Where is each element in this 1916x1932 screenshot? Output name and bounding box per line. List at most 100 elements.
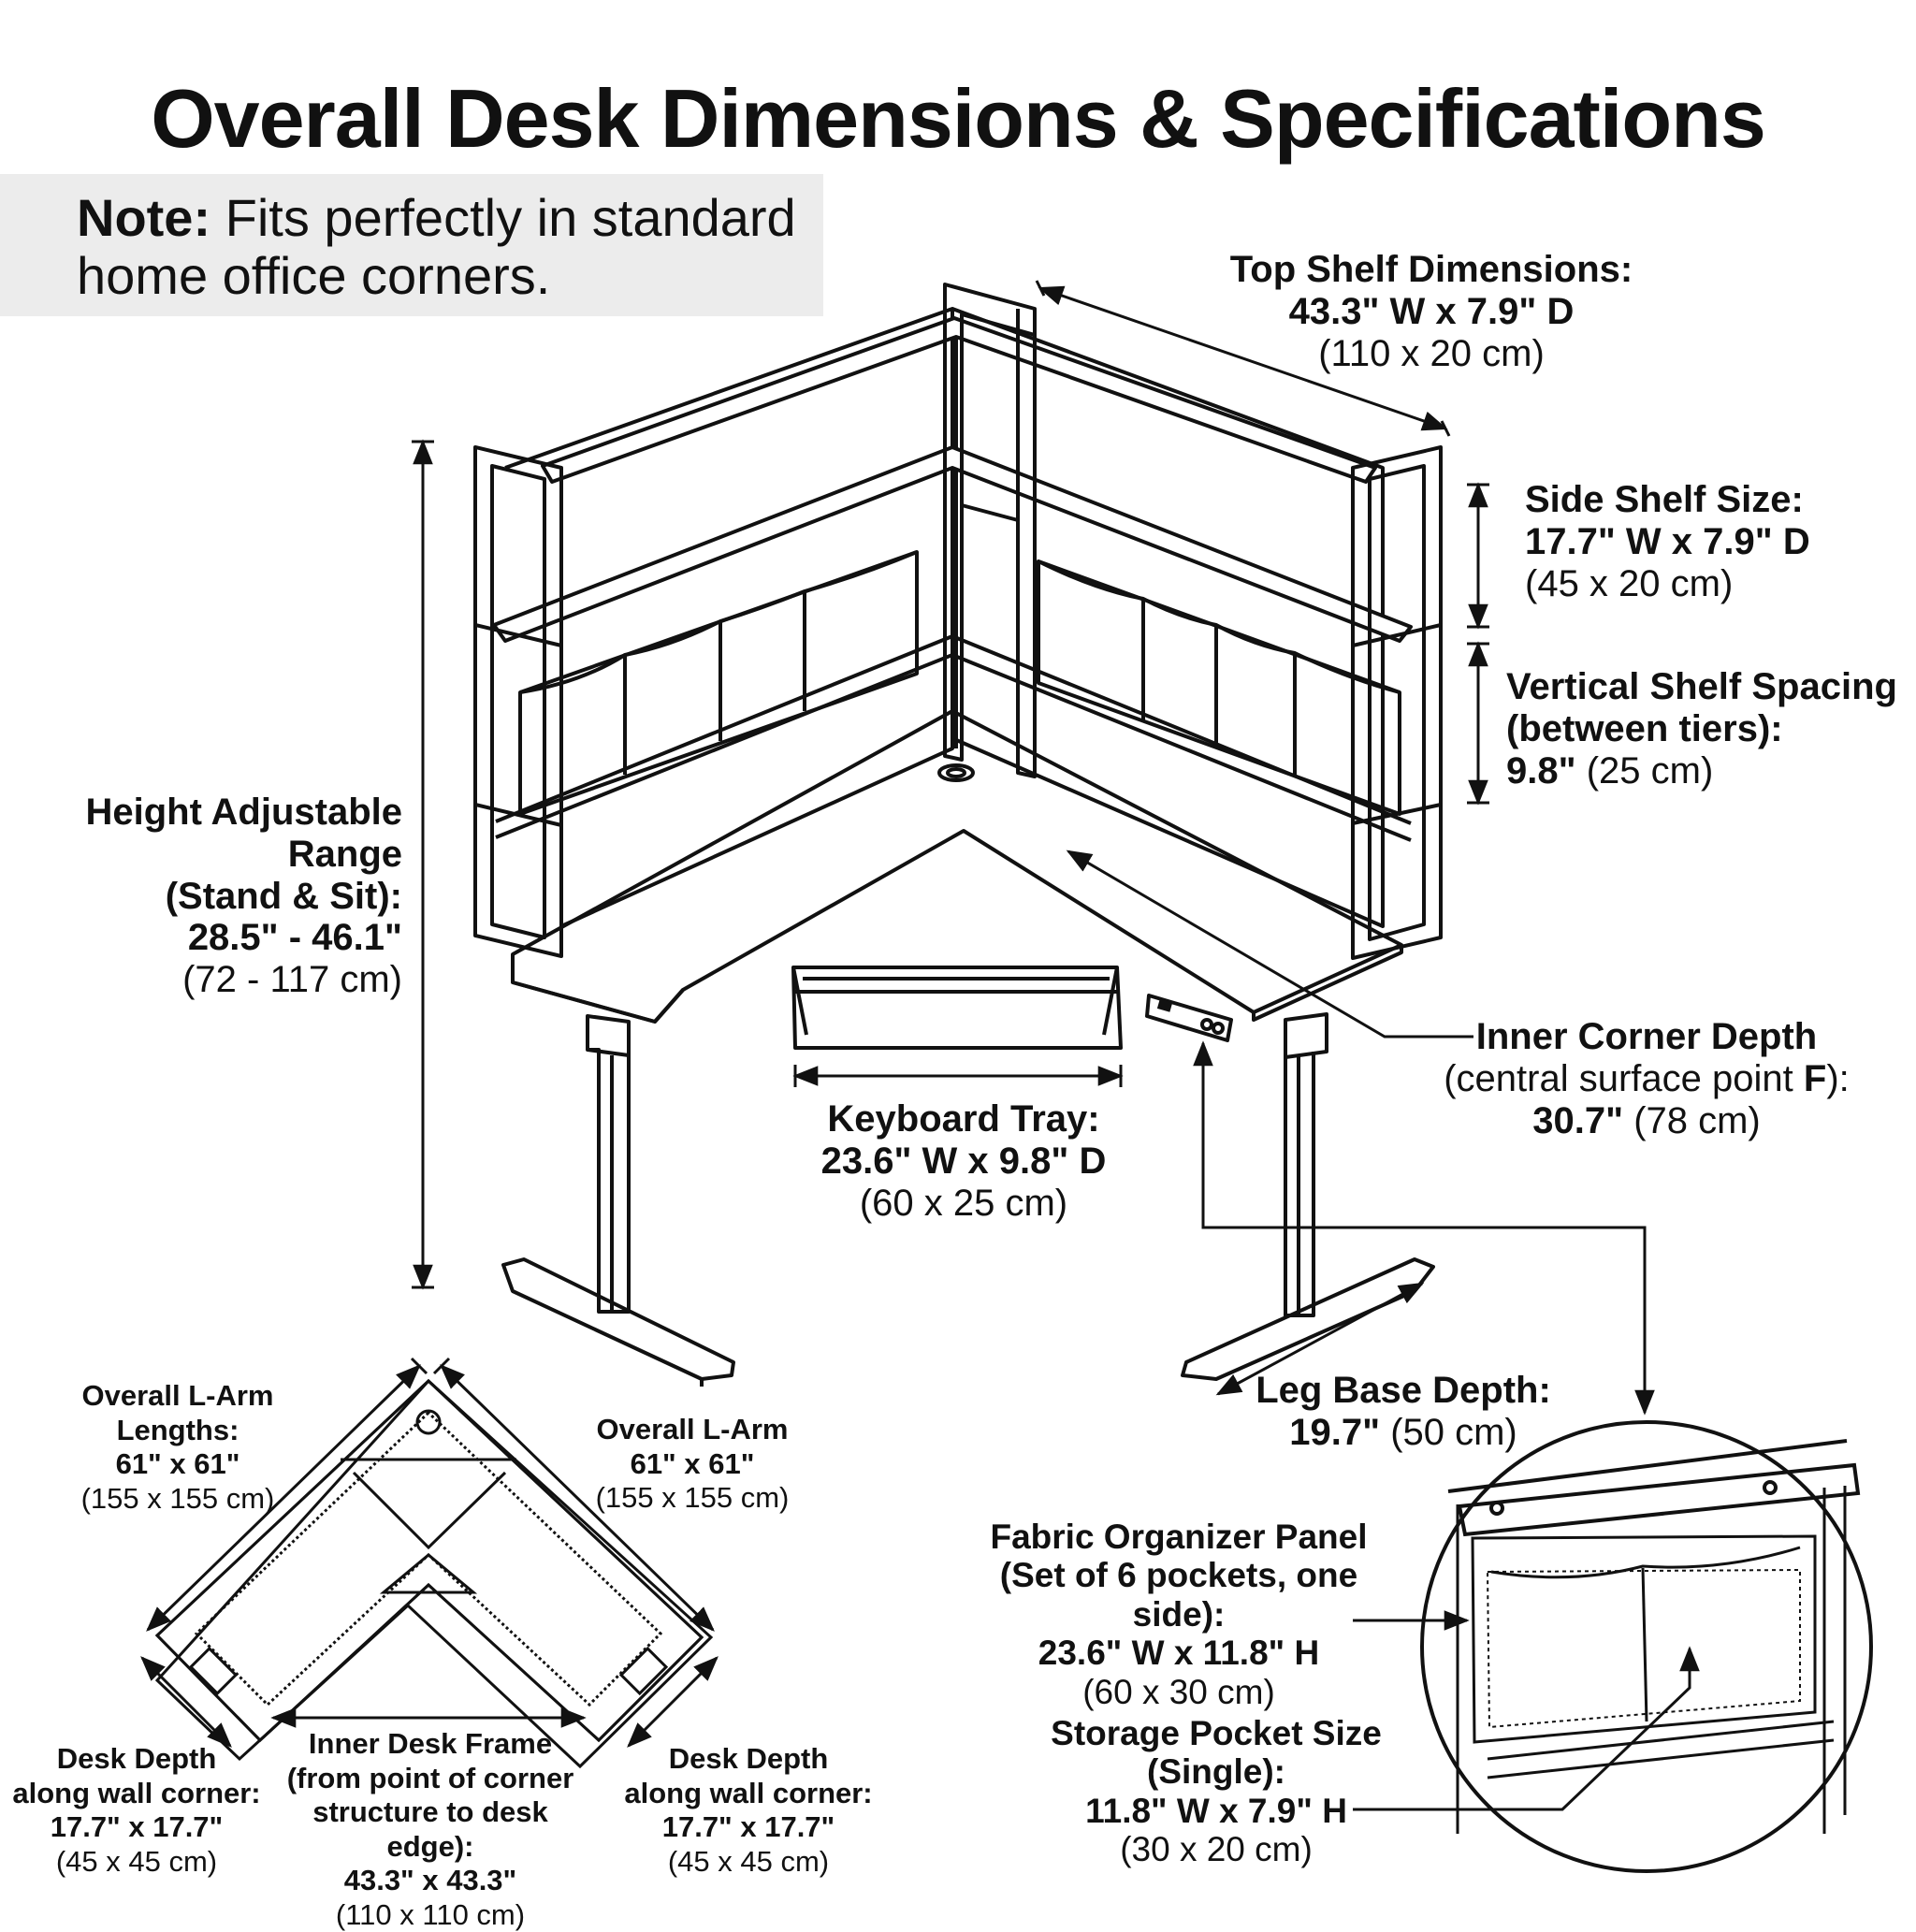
l-arm-right-metric: (155 x 155 cm) xyxy=(595,1481,790,1515)
depth-right-title-2: along wall corner: xyxy=(624,1776,873,1809)
l-arm-left-metric: (155 x 155 cm) xyxy=(80,1481,275,1515)
right-side-frame xyxy=(1351,445,1443,960)
fabric-panel-callout: Fabric Organizer Panel (Set of 6 pockets… xyxy=(964,1518,1394,1711)
fabric-panel-title-2: (Set of 6 pockets, one side): xyxy=(999,1556,1358,1634)
leg-base-metric: (50 cm) xyxy=(1390,1411,1517,1453)
l-arm-left-imperial: 61" x 61" xyxy=(115,1447,240,1481)
plan-view xyxy=(140,1357,718,1769)
side-shelf-title: Side Shelf Size: xyxy=(1525,479,1804,520)
storage-pocket-imperial: 11.8" W x 7.9" H xyxy=(1085,1791,1347,1830)
inner-frame-callout: Inner Desk Frame (from point of corner s… xyxy=(271,1727,589,1932)
note-text: Note: Fits perfectly in standard home of… xyxy=(77,189,796,305)
depth-right-dim xyxy=(627,1656,718,1748)
right-leg xyxy=(1181,1012,1435,1381)
storage-pocket-callout: Storage Pocket Size (Single): 11.8" W x … xyxy=(1048,1714,1385,1869)
detail-pocket xyxy=(1490,1546,1801,1579)
detail-circle xyxy=(1420,1420,1873,1873)
keyboard-tray-metric: (60 x 25 cm) xyxy=(859,1182,1068,1224)
depth-left-title-1: Desk Depth xyxy=(56,1742,217,1775)
l-arm-right-title-1: Overall L-Arm xyxy=(596,1413,789,1445)
left-leg xyxy=(501,1014,735,1387)
center-top-frame xyxy=(943,283,1037,762)
inner-frame-title-2: (from point of corner xyxy=(286,1761,574,1794)
height-title-3: (Stand & Sit): xyxy=(165,875,402,917)
depth-right-metric: (45 x 45 cm) xyxy=(667,1844,830,1878)
depth-left-imperial: 17.7" x 17.7" xyxy=(50,1810,224,1844)
height-title-2: Range xyxy=(287,833,402,875)
inner-frame-title-1: Inner Desk Frame xyxy=(308,1727,553,1760)
height-metric: (72 - 117 cm) xyxy=(182,959,402,1001)
leg-base-imperial: 19.7" xyxy=(1289,1411,1381,1453)
depth-left-metric: (45 x 45 cm) xyxy=(55,1844,218,1878)
page-title: Overall Desk Dimensions & Specifications xyxy=(151,72,1766,165)
fabric-panel-metric: (60 x 30 cm) xyxy=(1082,1672,1275,1711)
top-shelf xyxy=(541,316,1377,484)
height-imperial: 28.5" - 46.1" xyxy=(187,917,402,959)
depth-left-dim xyxy=(140,1656,232,1748)
top-shelf-imperial: 43.3" W x 7.9" D xyxy=(1288,290,1575,332)
keyboard-tray-callout: Keyboard Tray: 23.6" W x 9.8" D (60 x 25… xyxy=(767,1098,1160,1224)
inner-corner-callout: Inner Corner Depth (central surface poin… xyxy=(1441,1016,1852,1141)
l-arm-right-dim xyxy=(440,1364,715,1632)
left-side-frame xyxy=(473,445,563,958)
detail-fabric-panel xyxy=(1471,1534,1817,1744)
inner-frame-title-3: structure to desk edge): xyxy=(312,1795,548,1863)
fabric-panel-imperial: 23.6" W x 11.8" H xyxy=(1038,1634,1320,1673)
l-arm-left-title-2: Lengths: xyxy=(116,1413,240,1446)
shelf-spacing-imperial: 9.8" xyxy=(1506,749,1576,792)
depth-right-callout: Desk Depth along wall corner: 17.7" x 17… xyxy=(617,1742,879,1879)
leg-base-callout: Leg Base Depth: 19.7" (50 cm) xyxy=(1254,1370,1553,1454)
top-shelf-title: Top Shelf Dimensions: xyxy=(1229,249,1633,290)
l-arm-right-imperial: 61" x 61" xyxy=(630,1446,755,1480)
side-shelf-callout: Side Shelf Size: 17.7" W x 7.9" D (45 x … xyxy=(1525,479,1843,604)
leg-base-title: Leg Base Depth: xyxy=(1256,1370,1551,1411)
inner-corner-sub-suffix: ): xyxy=(1826,1057,1850,1099)
shelf-spacing-metric: (25 cm) xyxy=(1586,749,1714,792)
detail-leader xyxy=(1193,1040,1655,1416)
keyboard-tray-imperial: 23.6" W x 9.8" D xyxy=(820,1140,1107,1182)
inner-corner-title: Inner Corner Depth xyxy=(1475,1016,1818,1057)
depth-left-callout: Desk Depth along wall corner: 17.7" x 17… xyxy=(6,1742,268,1879)
l-arm-left-title-1: Overall L-Arm xyxy=(81,1379,274,1412)
storage-pocket-title-2: (Single): xyxy=(1147,1752,1285,1792)
desk-illustration xyxy=(473,283,1443,1387)
fabric-detail xyxy=(1353,1420,1873,1873)
note-line2: home office corners. xyxy=(77,246,551,305)
side-shelf-imperial: 17.7" W x 7.9" D xyxy=(1525,520,1810,562)
fabric-panel-title-1: Fabric Organizer Panel xyxy=(990,1518,1368,1556)
inner-frame-imperial: 43.3" x 43.3" xyxy=(343,1864,517,1897)
depth-left-title-2: along wall corner: xyxy=(12,1776,261,1809)
storage-pocket-metric: (30 x 20 cm) xyxy=(1120,1830,1313,1869)
cable-grommet xyxy=(937,763,975,782)
height-title-1: Height Adjustable xyxy=(85,792,402,833)
depth-right-title-1: Desk Depth xyxy=(668,1742,829,1775)
hutch-back-left xyxy=(504,307,954,928)
inner-frame-metric: (110 x 110 cm) xyxy=(335,1897,526,1931)
inner-corner-leader xyxy=(1066,850,1473,1039)
middle-shelf xyxy=(492,445,1413,643)
keyboard-tray-title: Keyboard Tray: xyxy=(827,1098,1100,1140)
l-arm-left-dim xyxy=(146,1364,421,1632)
inner-corner-sub-prefix: (central surface point xyxy=(1444,1057,1804,1099)
pocket-leader xyxy=(1353,1646,1700,1811)
note-line1: Fits perfectly in standard xyxy=(225,188,796,247)
side-shelf-metric: (45 x 20 cm) xyxy=(1525,562,1734,604)
shelf-spacing-title-1: Vertical Shelf Spacing xyxy=(1506,666,1897,707)
inner-corner-imperial: 30.7" xyxy=(1532,1099,1624,1141)
inner-corner-point: F xyxy=(1803,1057,1827,1099)
shelf-spacing-callout: Vertical Shelf Spacing (between tiers): … xyxy=(1506,666,1899,792)
shelf-spacing-title-2: (between tiers): xyxy=(1506,707,1783,749)
inner-corner-metric: (78 cm) xyxy=(1633,1099,1761,1141)
l-arm-right-callout: Overall L-Arm 61" x 61" (155 x 155 cm) xyxy=(571,1413,814,1516)
l-arm-left-callout: Overall L-Arm Lengths: 61" x 61" (155 x … xyxy=(56,1379,299,1516)
storage-pocket-title-1: Storage Pocket Size xyxy=(1051,1714,1382,1752)
top-shelf-metric: (110 x 20 cm) xyxy=(1318,332,1545,374)
keyboard-tray xyxy=(791,966,1123,1050)
top-shelf-callout: Top Shelf Dimensions: 43.3" W x 7.9" D (… xyxy=(1207,249,1656,374)
note-label: Note: xyxy=(77,188,211,247)
height-callout: Height Adjustable Range (Stand & Sit): 2… xyxy=(56,792,402,1001)
top-shelf-dim-line xyxy=(1038,285,1448,431)
note-box xyxy=(0,174,823,316)
depth-right-imperial: 17.7" x 17.7" xyxy=(661,1810,835,1844)
